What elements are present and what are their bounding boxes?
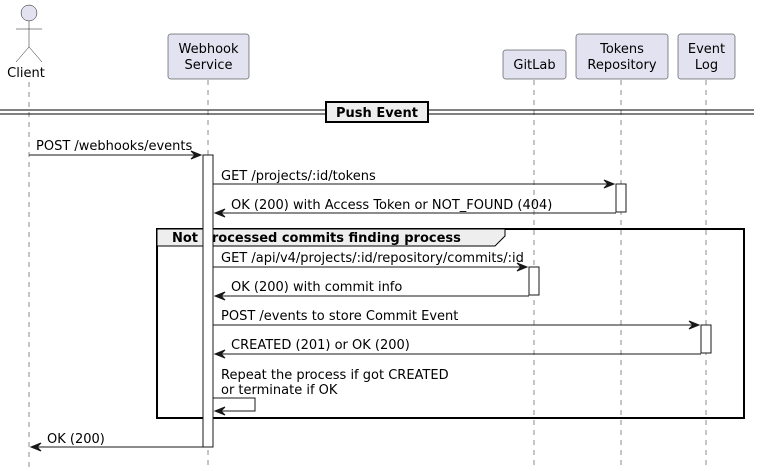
message-1: POST /webhooks/events — [29, 139, 203, 160]
message-3: OK (200) with Access Token or NOT_FOUND … — [213, 198, 616, 218]
participant-gitlab: GitLab — [502, 49, 567, 80]
message-1-label: POST /webhooks/events — [36, 139, 193, 154]
actor-leg-left — [15, 46, 30, 63]
participant-webhook: Webhook Service — [167, 33, 250, 80]
message-1-arrowhead — [190, 150, 203, 160]
message-8-self: Repeat the process if got CREATED or ter… — [213, 368, 449, 416]
message-4-arrowhead — [516, 262, 529, 272]
divider-label: Push Event — [336, 106, 418, 121]
message-5-label: OK (200) with commit info — [231, 280, 402, 295]
message-7-label: CREATED (201) or OK (200) — [231, 338, 410, 353]
participant-label-client: Client — [7, 66, 45, 81]
message-8-arrowhead — [213, 406, 226, 416]
message-3-arrowhead — [213, 208, 226, 218]
message-8-label-line2: or terminate if OK — [221, 383, 338, 398]
message-5: OK (200) with commit info — [213, 280, 529, 301]
participant-box-gitlab — [502, 49, 567, 80]
activation-webhook — [202, 154, 214, 448]
message-8-line — [213, 397, 256, 412]
message-7-arrowhead — [213, 349, 226, 359]
participant-label-webhook-line2: Service — [184, 58, 232, 73]
participant-label-eventlog-line2: Log — [695, 58, 718, 73]
message-2-label: GET /projects/:id/tokens — [221, 169, 376, 184]
activation-tokens — [615, 183, 627, 213]
message-7: CREATED (201) or OK (200) — [213, 338, 701, 359]
message-5-arrowhead — [213, 291, 226, 301]
participant-label-tokens-line2: Repository — [587, 58, 656, 73]
message-6-label: POST /events to store Commit Event — [221, 309, 458, 324]
activation-eventlog — [700, 324, 712, 354]
participant-eventlog: Event Log — [677, 33, 736, 80]
message-2-arrowhead — [603, 179, 616, 189]
message-9-label: OK (200) — [47, 432, 105, 447]
message-6-arrowhead — [688, 320, 701, 330]
message-2: GET /projects/:id/tokens — [213, 169, 616, 189]
message-3-label: OK (200) with Access Token or NOT_FOUND … — [231, 198, 552, 213]
message-9-arrowhead — [29, 442, 42, 452]
group-frame-tab — [156, 228, 506, 247]
actor-leg-right — [28, 46, 43, 63]
participant-box-webhook — [167, 33, 250, 80]
group-frame: Not processed commits finding process — [156, 228, 745, 419]
actor-head-icon — [20, 4, 38, 22]
participant-box-eventlog — [677, 33, 736, 80]
participant-label-tokens-line1: Tokens — [599, 42, 644, 57]
participant-box-tokens — [575, 33, 669, 80]
participant-label-eventlog-line1: Event — [688, 42, 725, 57]
message-4-label: GET /api/v4/projects/:id/repository/comm… — [221, 251, 524, 266]
message-8-label-line1: Repeat the process if got CREATED — [221, 368, 449, 383]
participant-label-webhook-line1: Webhook — [178, 42, 238, 57]
message-4: GET /api/v4/projects/:id/repository/comm… — [213, 251, 529, 272]
message-6: POST /events to store Commit Event — [213, 309, 701, 330]
activation-gitlab — [528, 266, 540, 296]
divider-box — [325, 101, 429, 123]
actor-client: Client — [7, 4, 45, 81]
group-frame-label: Not processed commits finding process — [172, 231, 461, 246]
message-9: OK (200) — [29, 432, 203, 452]
participant-label-gitlab: GitLab — [513, 58, 555, 73]
divider-push-event: Push Event — [0, 101, 754, 123]
participant-tokens: Tokens Repository — [575, 33, 669, 80]
